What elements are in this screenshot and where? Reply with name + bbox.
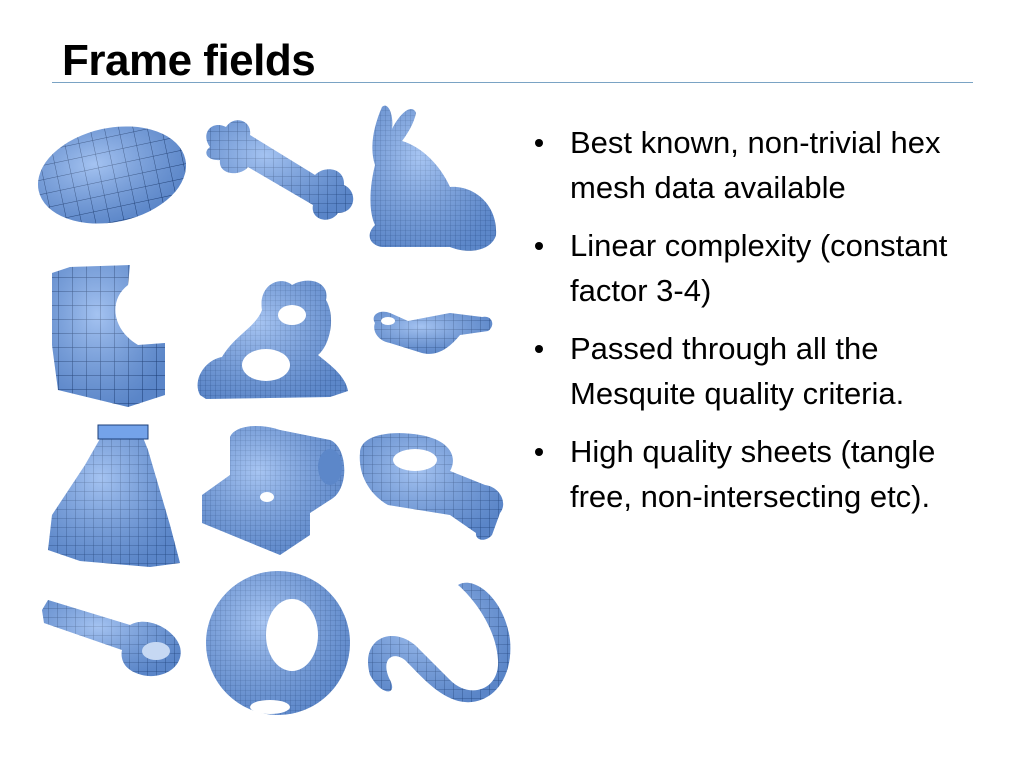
bullet-item: Passed through all the Mesquite quality …: [530, 326, 1000, 416]
bullet-item: High quality sheets (tangle free, non-in…: [530, 429, 1000, 519]
bullet-dot-icon: [535, 139, 543, 147]
bullet-text: Best known, non-trivial hex mesh data av…: [570, 125, 941, 205]
sphere-hole-mesh-icon: [206, 571, 350, 715]
mesh-figures-svg: [37, 105, 511, 715]
bullet-item: Linear complexity (constant factor 3-4): [530, 223, 1000, 313]
knot-mesh-icon: [368, 582, 511, 703]
bullet-text: Linear complexity (constant factor 3-4): [570, 228, 948, 308]
fandisk-mesh-icon: [52, 265, 165, 407]
rockerarm-mesh-icon: [359, 433, 504, 540]
arm-mesh-icon: [42, 600, 181, 677]
bone-mesh-icon: [206, 120, 354, 220]
pipe-mesh-icon: [373, 311, 493, 354]
title-divider: [52, 82, 973, 83]
bullet-dot-icon: [535, 448, 543, 456]
bullet-item: Best known, non-trivial hex mesh data av…: [530, 120, 1000, 210]
impeller-mesh-icon: [48, 424, 180, 567]
fertility-mesh-icon: [197, 280, 348, 399]
mesh-figure-grid: [30, 95, 515, 715]
bunny-mesh-icon: [369, 105, 497, 251]
slide-title: Frame fields: [62, 36, 316, 85]
bullet-list: Best known, non-trivial hex mesh data av…: [530, 120, 1000, 532]
bullet-text: Passed through all the Mesquite quality …: [570, 331, 905, 411]
bullet-text: High quality sheets (tangle free, non-in…: [570, 434, 936, 514]
ellipsoid-mesh-icon: [37, 126, 187, 224]
block-mesh-icon: [202, 425, 345, 555]
bullet-dot-icon: [535, 242, 543, 250]
bullet-dot-icon: [535, 345, 543, 353]
